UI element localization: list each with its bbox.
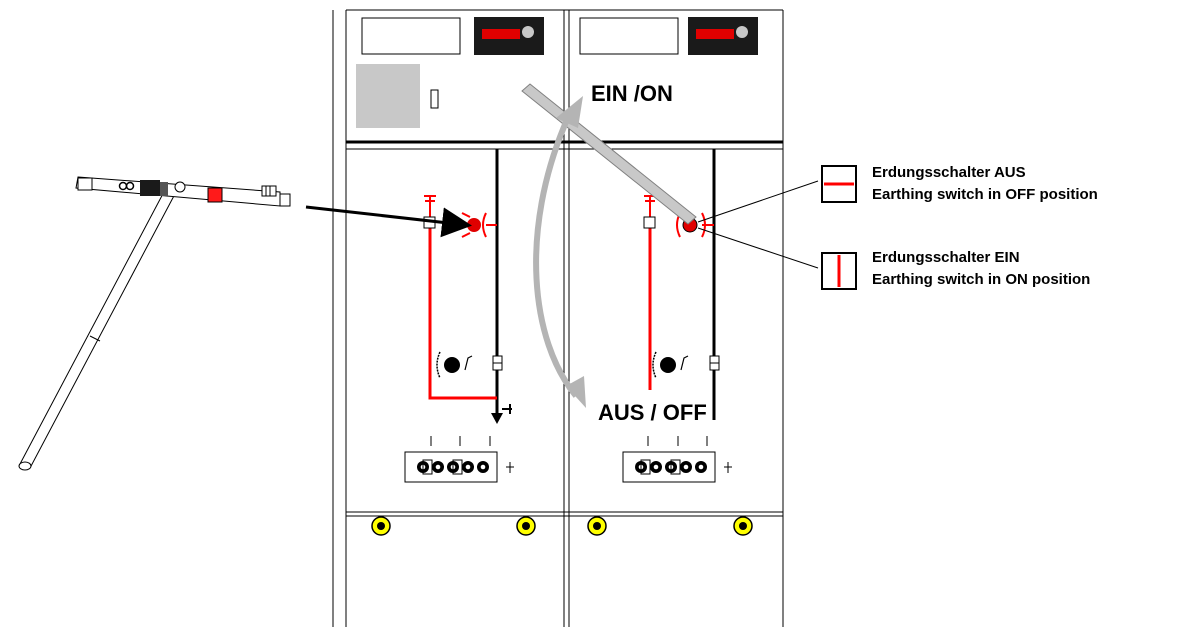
legend-off: Erdungsschalter AUS Earthing switch in O… — [821, 164, 1098, 203]
earthing-switch-on-icon — [821, 252, 857, 290]
right-feeder-circuit — [622, 149, 732, 483]
gray-panel — [356, 64, 420, 128]
callout-line-on — [697, 227, 819, 269]
callout-line-off — [697, 180, 819, 223]
rotation-arrow — [533, 96, 586, 408]
tool-insertion-arrow — [305, 205, 472, 238]
legend-on-line2: Earthing switch in ON position — [872, 271, 1090, 288]
operating-tool — [18, 176, 291, 471]
legend-off-line1: Erdungsschalter AUS — [872, 164, 1026, 181]
display-window-left — [361, 17, 461, 55]
left-feeder-circuit — [404, 149, 514, 483]
legend-on: Erdungsschalter EIN Earthing switch in O… — [821, 249, 1090, 290]
label-off: AUS / OFF — [598, 400, 707, 425]
display-window-right — [579, 17, 679, 55]
earthing-switch-off-icon — [821, 165, 857, 203]
legend-on-line1: Erdungsschalter EIN — [872, 249, 1020, 266]
legend-off-line2: Earthing switch in OFF position — [872, 186, 1098, 203]
label-on: EIN /ON — [591, 81, 673, 106]
position-indicator-right — [688, 17, 758, 55]
small-slot — [430, 89, 439, 109]
position-indicator-left — [474, 17, 544, 55]
panel-bolts — [371, 516, 753, 536]
